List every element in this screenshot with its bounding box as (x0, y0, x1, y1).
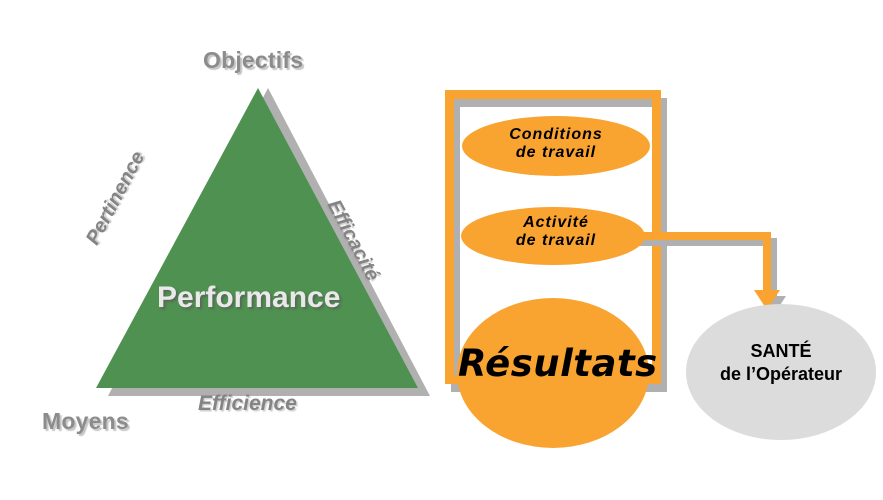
triangle-edge-label-efficience: Efficience (198, 392, 297, 415)
activite-line-2: de travail (515, 231, 597, 249)
triangle-corner-label-objectifs: Objectifs (203, 47, 304, 73)
sante-operateur-label: SANTÉ de l’Opérateur (686, 340, 876, 385)
sante-line-1: SANTÉ (750, 341, 812, 361)
conditions-line-1: Conditions (509, 126, 603, 143)
activite-line-1: Activité (523, 214, 589, 231)
resultats-label: Résultats (458, 342, 658, 385)
triangle-shadow (108, 88, 430, 396)
conditions-de-travail-label: Conditions de travail (466, 126, 646, 162)
activite-de-travail-label: Activité de travail (466, 214, 646, 250)
conditions-line-2: de travail (515, 143, 597, 161)
resultats-line-1: Résultats (458, 342, 658, 385)
triangle-corner-label-moyens: Moyens (42, 408, 129, 434)
performance-triangle (96, 88, 418, 388)
triangle-edge-label-pertinence: Pertinence (81, 147, 150, 249)
triangle-edge-label-efficacite: Efficacité (322, 196, 384, 285)
sante-line-2: de l’Opérateur (719, 363, 843, 384)
triangle-center-label-performance: Performance (157, 281, 341, 314)
